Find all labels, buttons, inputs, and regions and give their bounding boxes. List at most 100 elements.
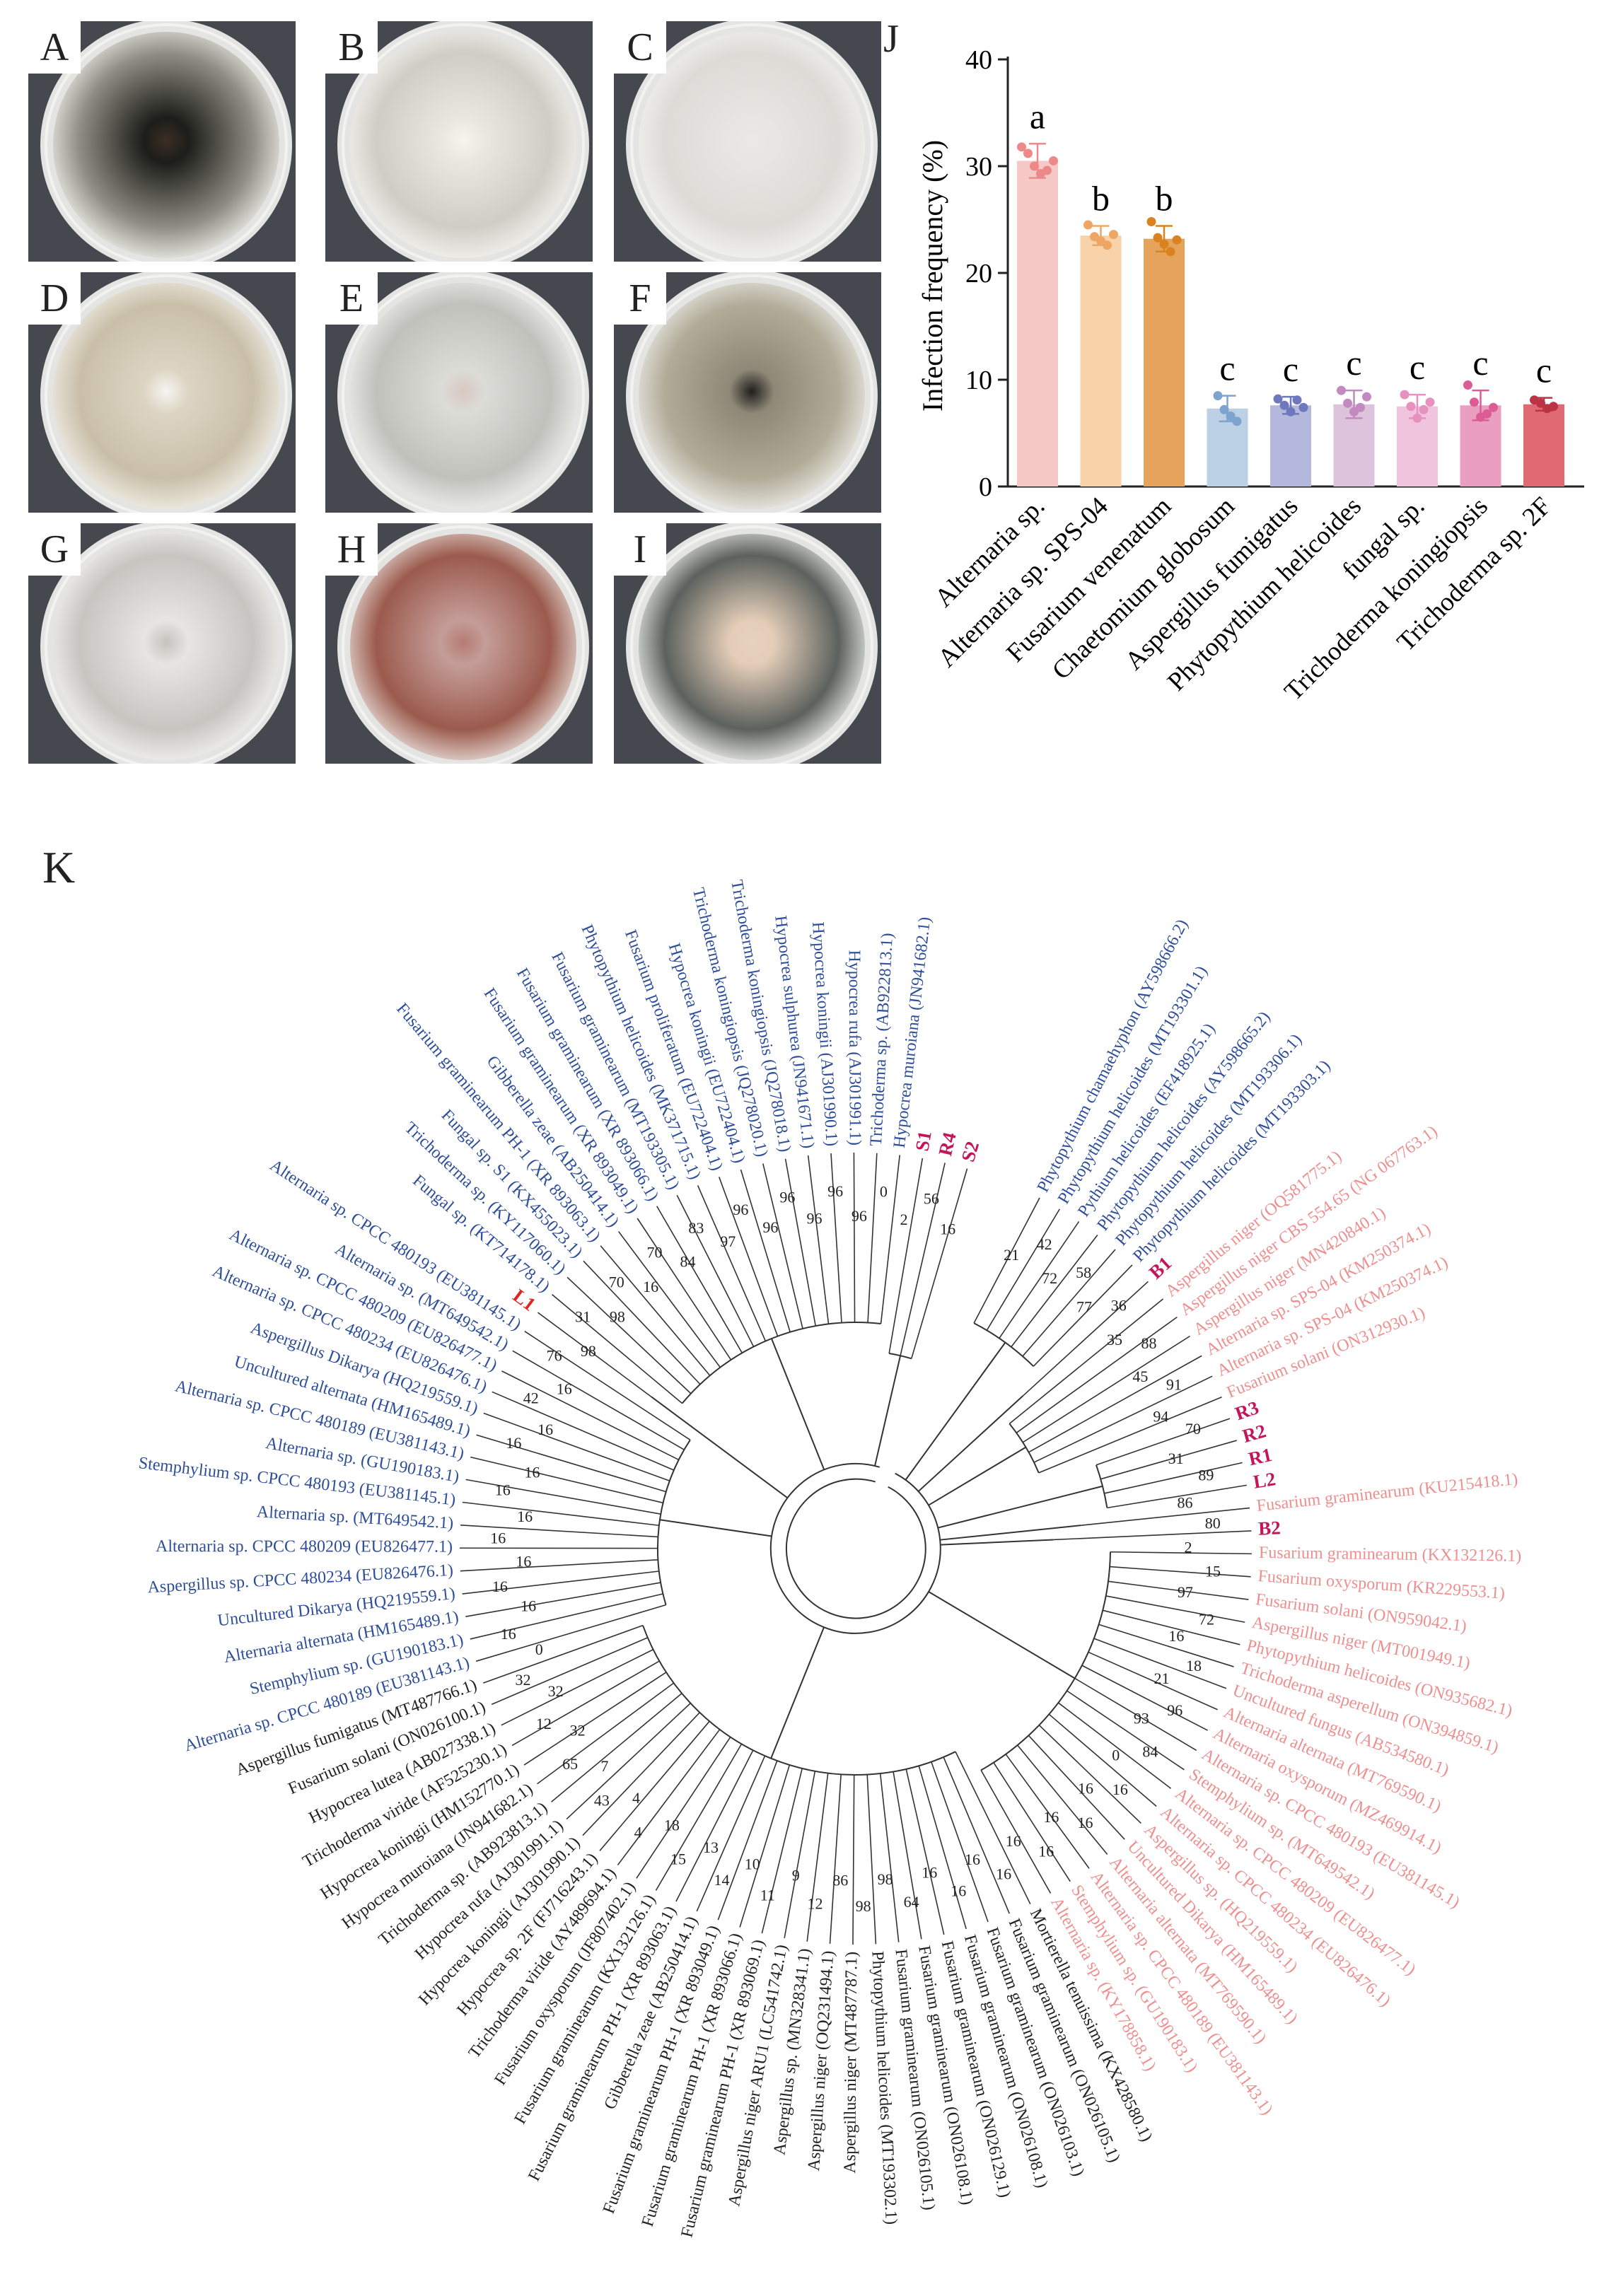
leaf-branch — [739, 1764, 791, 1928]
bootstrap-value: 0 — [535, 1641, 543, 1658]
bootstrap-value: 96 — [762, 1218, 778, 1236]
data-point — [1286, 407, 1296, 416]
bootstrap-value: 32 — [515, 1671, 530, 1689]
leaf-branch — [955, 1751, 1031, 1905]
bootstrap-value: 98 — [856, 1897, 871, 1915]
data-point — [1213, 391, 1223, 401]
leaf-branch — [462, 1501, 660, 1527]
leaf-branch — [943, 1756, 1011, 1914]
data-point — [1412, 413, 1422, 423]
bar — [1270, 405, 1311, 486]
leaf-branch — [491, 1637, 649, 1706]
data-point — [1146, 217, 1156, 227]
root-arc — [785, 1478, 926, 1619]
y-axis-label: Infection frequency (%) — [917, 140, 948, 412]
clade-stem — [659, 1519, 772, 1537]
leaf-label: Hypocrea muroiana (JN941682.1) — [890, 916, 934, 1148]
clade-stem — [940, 1525, 1081, 1541]
colony — [350, 32, 576, 258]
clade-stem — [874, 1355, 902, 1467]
data-point — [1362, 392, 1371, 402]
leaf-branch — [830, 1153, 842, 1323]
leaf-label: R3 — [1233, 1397, 1262, 1424]
bootstrap-value: 18 — [664, 1816, 680, 1834]
dish-photo — [614, 272, 881, 513]
leaf-branch — [1022, 1281, 1149, 1397]
panel-label-d: D — [28, 272, 81, 325]
dish-photo — [325, 523, 593, 764]
petri-dish-f — [614, 272, 881, 513]
data-point — [1489, 402, 1498, 412]
leaf-branch — [470, 1593, 663, 1640]
leaf-branch — [1009, 1298, 1164, 1425]
clade-stem — [917, 1395, 1023, 1492]
bootstrap-value: 16 — [643, 1278, 658, 1295]
clade-stem — [770, 1338, 825, 1470]
significance-letter: c — [1410, 347, 1425, 387]
colony — [53, 534, 279, 760]
panel-label-a: A — [28, 21, 81, 74]
leaf-branch — [879, 1773, 900, 1942]
y-tick-label: 10 — [965, 366, 992, 395]
leaf-branch — [1011, 1234, 1098, 1348]
y-tick-label: 20 — [965, 259, 992, 289]
bootstrap-value: 93 — [1134, 1709, 1149, 1727]
leaf-branch — [1038, 1397, 1222, 1474]
bootstrap-value: 16 — [1043, 1808, 1059, 1826]
bootstrap-value: 86 — [1178, 1493, 1193, 1511]
bootstrap-value: 14 — [714, 1871, 729, 1889]
leaf-branch — [617, 1231, 721, 1368]
bootstrap-value: 4 — [634, 1824, 642, 1841]
bootstrap-value: 70 — [646, 1244, 662, 1261]
leaf-branch — [583, 1260, 701, 1385]
panel-label-f: F — [614, 272, 666, 325]
bootstrap-value: 32 — [548, 1682, 564, 1700]
leaf-branch — [566, 1703, 691, 1820]
significance-letter: c — [1219, 349, 1235, 388]
bootstrap-value: 4 — [632, 1789, 640, 1807]
data-point — [1356, 402, 1365, 412]
bootstrap-value: 98 — [610, 1307, 625, 1325]
bootstrap-value: 84 — [1142, 1743, 1158, 1761]
bootstrap-value: 97 — [720, 1233, 736, 1250]
bootstrap-value: 72 — [1042, 1269, 1057, 1287]
bootstrap-value: 16 — [490, 1529, 506, 1547]
leaf-branch — [1093, 1638, 1227, 1689]
leaf-branch — [511, 1660, 660, 1747]
clade-stem — [928, 1446, 1027, 1506]
clade-stem — [938, 1485, 1103, 1529]
y-tick-label: 0 — [979, 472, 992, 502]
root-arc — [769, 1462, 941, 1634]
bootstrap-value: 86 — [832, 1871, 848, 1889]
bootstrap-value: 15 — [670, 1850, 686, 1867]
significance-letter: a — [1030, 96, 1045, 136]
bootstrap-value: 16 — [1078, 1779, 1093, 1797]
leaf-branch — [740, 1169, 791, 1332]
bootstrap-value: 94 — [1153, 1407, 1168, 1425]
leaf-branch — [599, 1720, 710, 1851]
leaf-branch — [918, 1766, 967, 1930]
bootstrap-value: 16 — [922, 1863, 937, 1881]
petri-dish-h — [325, 523, 593, 764]
bootstrap-value: 16 — [1112, 1781, 1128, 1798]
colony — [639, 283, 865, 509]
leaf-branch — [676, 1194, 755, 1347]
data-point — [1279, 400, 1289, 410]
bootstrap-value: 2 — [1184, 1539, 1192, 1556]
bootstrap-value: 16 — [492, 1578, 508, 1595]
y-tick-label: 30 — [965, 152, 992, 182]
bootstrap-value: 72 — [1199, 1610, 1214, 1628]
clade-arc — [642, 1625, 956, 1776]
bootstrap-value: 98 — [878, 1870, 893, 1888]
bootstrap-value: 98 — [581, 1342, 596, 1360]
bootstrap-value: 18 — [1186, 1657, 1202, 1674]
leaf-branch — [911, 1168, 968, 1359]
data-point — [1172, 235, 1182, 245]
leaf-branch — [1053, 1530, 1252, 1541]
data-point — [1232, 416, 1242, 426]
panel-label-k: K — [42, 842, 76, 892]
leaf-branch — [1100, 1440, 1237, 1480]
leaf-branch — [483, 1412, 670, 1481]
